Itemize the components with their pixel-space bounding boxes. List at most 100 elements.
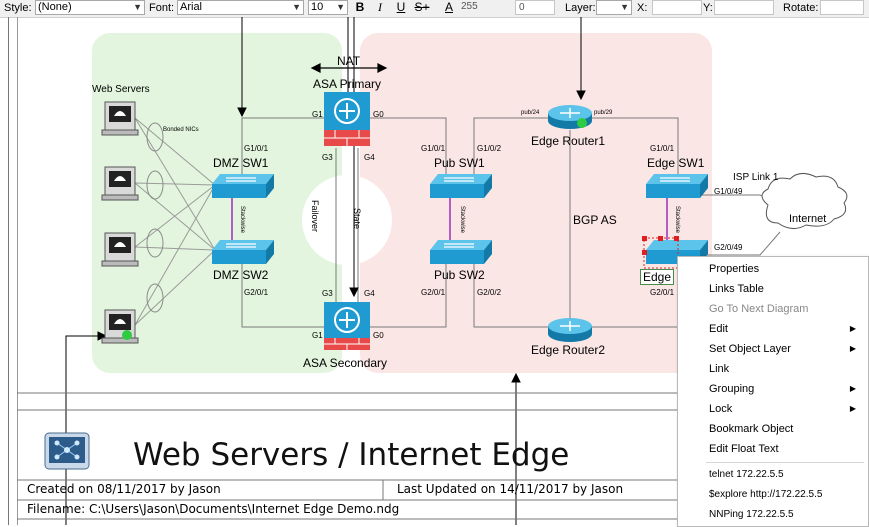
layer-label: Layer: [565, 2, 596, 14]
updated-text: Last Updated on 14/11/2017 by Jason [397, 482, 624, 496]
menu-item-go-to-next-diagram[interactable]: Go To Next Diagram [709, 303, 809, 315]
font-color-button[interactable]: A [444, 0, 453, 14]
menu-item-set-object-layer[interactable]: Set Object Layer▶ [678, 339, 868, 359]
font-label: Font: [149, 2, 175, 14]
port-label: G1/0/1 [421, 144, 446, 153]
asa-primary-icon[interactable] [324, 92, 370, 146]
submenu-arrow-icon: ▶ [849, 344, 856, 353]
font-value: Arial [180, 1, 203, 13]
edge-sw1-label: Edge SW1 [647, 156, 705, 170]
strikethrough-button[interactable]: S+ [414, 0, 430, 14]
menu-item-telnet[interactable]: telnet 172.22.5.5 [709, 469, 784, 480]
port-label: G1 [312, 110, 323, 119]
menu-separator [706, 462, 864, 463]
bonded-nic-ellipses [146, 122, 164, 313]
page-margin-left [17, 17, 18, 525]
style-dropdown[interactable]: (None) ▼ [35, 0, 145, 15]
menu-item-sexplore[interactable]: $explore http://172.22.5.5 [709, 489, 823, 500]
edge-router1-icon[interactable] [548, 105, 592, 129]
menu-item-edit[interactable]: Edit ▶ [678, 319, 868, 339]
menu-item-label: Edit [709, 323, 728, 335]
bold-button[interactable]: B [355, 0, 365, 14]
font-size-dropdown[interactable]: 10 ▼ [308, 0, 348, 15]
port-label: G3 [322, 153, 333, 162]
x-field[interactable] [652, 0, 702, 15]
format-toolbar: Style: (None) ▼ Font: Arial ▼ 10 ▼ B I U… [0, 0, 869, 18]
menu-item-nnping[interactable]: NNPing 172.22.5.5 [709, 509, 794, 520]
failover-label: Failover [310, 200, 320, 233]
state-label: State [352, 208, 362, 230]
menu-item-links-table[interactable]: Links Table [709, 283, 764, 295]
layer-dropdown[interactable]: ▼ [596, 0, 632, 15]
port-label: G1 [312, 331, 323, 340]
menu-item-link[interactable]: Link [709, 363, 730, 375]
menu-item-lock[interactable]: Lock▶ [678, 399, 868, 419]
pub-sw2-label: Pub SW2 [434, 268, 485, 282]
port-label: G2/0/2 [477, 288, 502, 297]
color-value-field[interactable]: 255 [458, 0, 498, 15]
diagram-canvas[interactable] [0, 17, 869, 525]
submenu-arrow-icon: ▶ [849, 324, 856, 333]
isp-link-label: ISP Link 1 [733, 172, 779, 183]
title-block-frame [17, 392, 869, 520]
selection-box [643, 237, 679, 269]
nat-arrow [310, 63, 388, 73]
style-value: (None) [38, 1, 72, 13]
asa-secondary-icon[interactable] [324, 302, 370, 350]
menu-item-properties[interactable]: Properties [709, 263, 760, 275]
firewall-clearing [302, 175, 392, 265]
created-text: Created on 08/11/2017 by Jason [27, 482, 221, 496]
asa-secondary-label: ASA Secondary [303, 356, 388, 370]
menu-item-grouping[interactable]: Grouping▶ [678, 379, 868, 399]
font-dropdown[interactable]: Arial ▼ [177, 0, 304, 15]
diagram-title: Web Servers / Internet Edge [133, 437, 570, 473]
port-label: G0 [373, 110, 384, 119]
stackwise-label-pub: Stackwise [459, 206, 465, 234]
edge-router2-icon[interactable] [548, 318, 592, 342]
port-label: G1/0/1 [650, 144, 675, 153]
opacity-field[interactable]: 0 [515, 0, 555, 15]
submenu-arrow-icon: ▶ [849, 384, 856, 393]
rotate-label: Rotate: [783, 2, 819, 14]
internet-cloud[interactable] [761, 173, 848, 229]
bgp-as-label: BGP AS [573, 213, 617, 227]
port-label: G3 [322, 289, 333, 298]
port-label: G1/0/49 [714, 187, 743, 196]
page-border-left [8, 17, 9, 525]
rotate-field[interactable] [820, 0, 864, 15]
italic-button[interactable]: I [378, 0, 382, 14]
port-label: G1/0/1 [244, 144, 269, 153]
menu-item-bookmark-object[interactable]: Bookmark Object [709, 423, 794, 435]
port-label: G2/0/1 [244, 288, 269, 297]
underline-button[interactable]: U [396, 0, 406, 14]
port-label: G2/0/49 [714, 243, 743, 252]
bonded-nics-label: Bonded NICs [163, 127, 199, 133]
internet-label: Internet [789, 213, 827, 225]
dmz-sw2-label: DMZ SW2 [213, 268, 269, 282]
diagram-logo-icon [44, 432, 90, 470]
asa-primary-label: ASA Primary [313, 77, 382, 91]
port-label: G1/0/2 [477, 144, 502, 153]
opacity-value: 0 [519, 2, 525, 13]
web-server-icons[interactable] [101, 101, 139, 344]
y-field[interactable] [714, 0, 774, 15]
port-label: pub/24 [521, 110, 540, 116]
edge-router1-label: Edge Router1 [531, 134, 606, 148]
x-label: X: [637, 2, 648, 14]
font-size-value: 10 [311, 1, 324, 13]
menu-item-edit-float-text[interactable]: Edit Float Text [709, 443, 779, 455]
stackwise-links [231, 198, 668, 240]
nat-label: NAT [337, 54, 361, 68]
port-label: pub/29 [594, 110, 613, 116]
dmz-sw1-label: DMZ SW1 [213, 156, 269, 170]
color-value: 255 [461, 1, 478, 12]
switch-icons[interactable] [212, 174, 708, 264]
port-label: G2/0/1 [421, 288, 446, 297]
y-label: Y: [703, 2, 713, 14]
edge-sw2-label[interactable]: Edge [640, 269, 675, 285]
chevron-down-icon: ▼ [336, 2, 345, 12]
stackwise-label-edge: Stackwise [674, 206, 680, 234]
port-label: G2/0/1 [650, 288, 675, 297]
filename-text: Filename: C:\Users\Jason\Documents\Inter… [27, 502, 400, 516]
style-label: Style: [4, 2, 32, 14]
